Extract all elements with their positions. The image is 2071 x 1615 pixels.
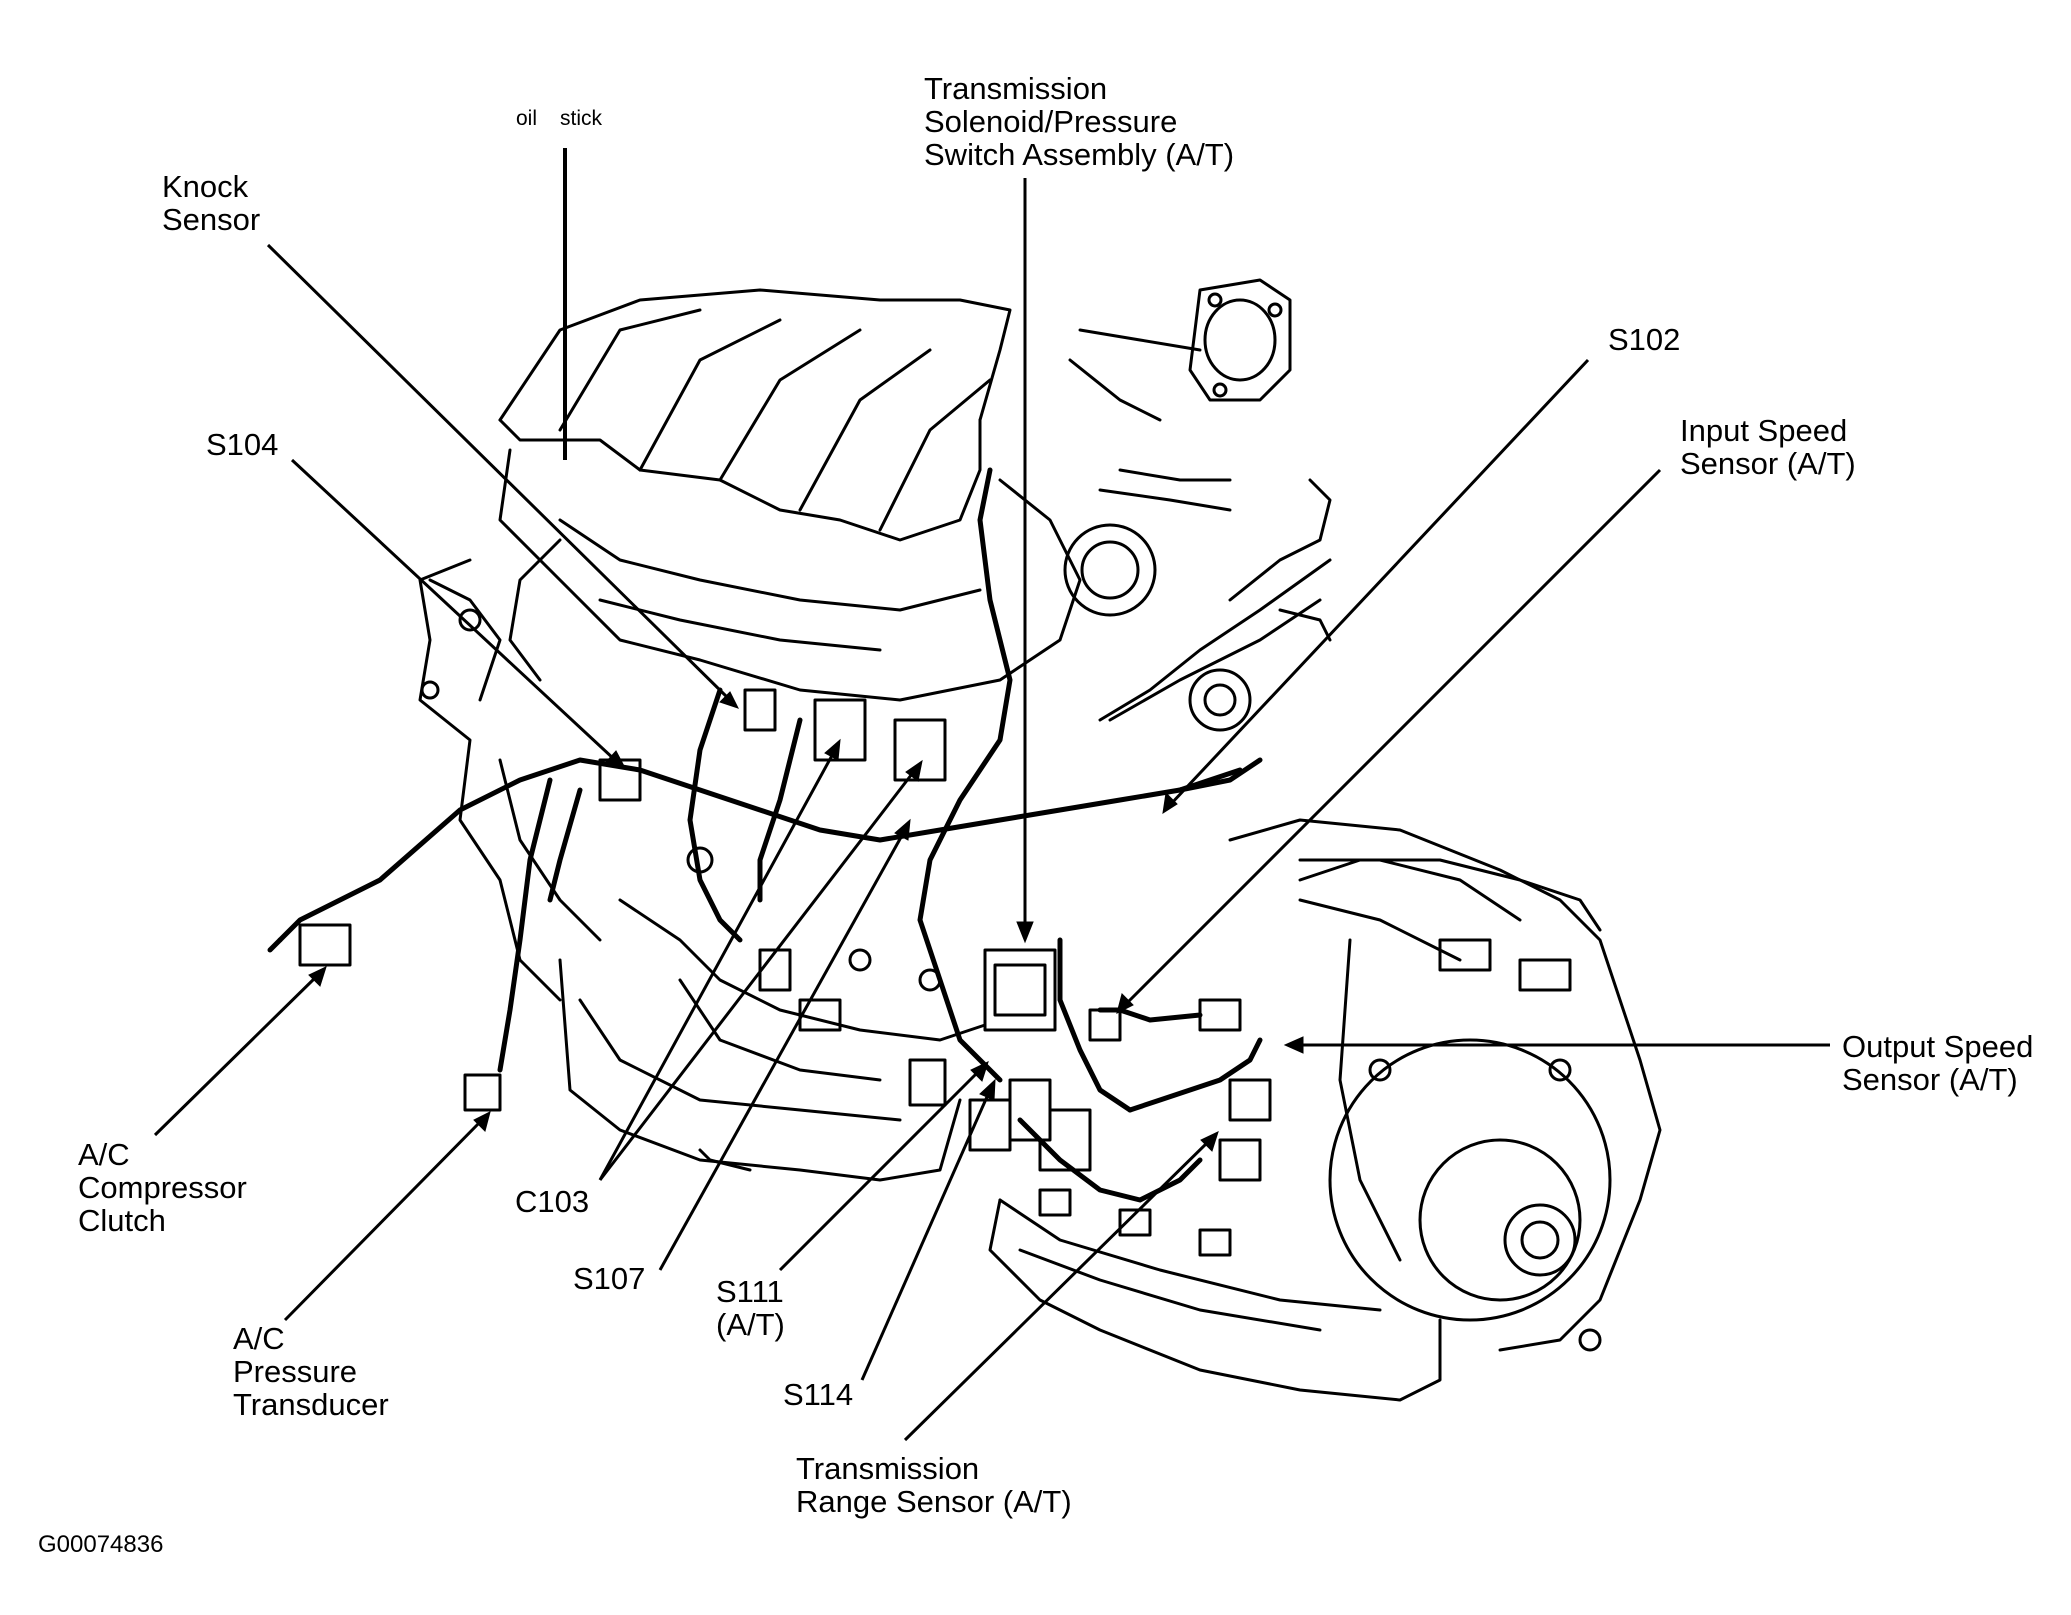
knock-sensor-leader	[266, 243, 732, 702]
s102-leader	[1168, 358, 1590, 807]
c103-leader-2	[598, 769, 917, 1181]
transmission-range-sensor-leader	[903, 1138, 1212, 1442]
ac-compressor-clutch-label: A/C Compressor Clutch	[78, 1137, 247, 1238]
oil-label: oil	[516, 107, 538, 130]
s102-label: S102	[1608, 322, 1681, 357]
s114-label: S114	[783, 1377, 854, 1412]
ac-compressor-clutch-leader	[153, 973, 320, 1137]
s104-label: S104	[206, 427, 279, 462]
ac-pressure-transducer-leader	[283, 1118, 484, 1322]
c103-leader-1	[598, 749, 837, 1181]
output-speed-sensor-label: Output Speed Sensor (A/T)	[1842, 1029, 2034, 1097]
s114-leader	[860, 1089, 992, 1381]
c103-label: C103	[515, 1184, 590, 1219]
s104-leader	[290, 458, 617, 762]
s111-label: S111 (A/T)	[716, 1274, 785, 1342]
s107-leader	[658, 829, 907, 1271]
figure-id: G00074836	[38, 1531, 164, 1558]
s111-leader	[778, 1068, 982, 1272]
stick-label: stick	[560, 107, 602, 130]
knock-sensor-label: Knock Sensor	[162, 169, 261, 237]
s107-label: S107	[573, 1261, 646, 1296]
input-speed-sensor-leader	[1123, 468, 1662, 1007]
input-speed-sensor-label: Input Speed Sensor (A/T)	[1680, 413, 1856, 481]
transmission-solenoid-label: Transmission Solenoid/Pressure Switch As…	[924, 71, 1235, 172]
ac-pressure-transducer-label: A/C Pressure Transducer	[233, 1321, 389, 1422]
transmission-range-sensor-label: Transmission Range Sensor (A/T)	[796, 1451, 1072, 1519]
